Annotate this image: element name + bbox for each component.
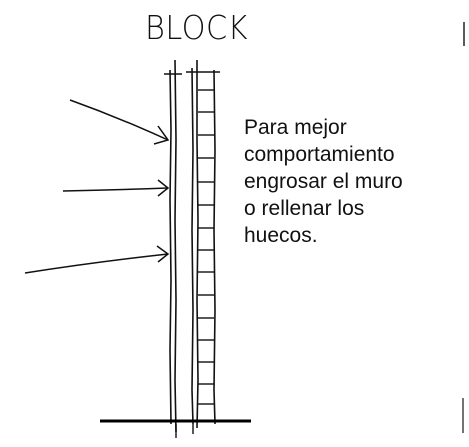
wall-left-face bbox=[169, 59, 177, 433]
note-word-mejor: mejor bbox=[294, 116, 347, 139]
wall-block-faces bbox=[191, 60, 216, 429]
note-word-para: Para bbox=[244, 116, 289, 139]
diagram-title: BLOCK bbox=[145, 8, 249, 47]
wall-bottom-tail bbox=[175, 424, 194, 438]
note-line-5: huecos. bbox=[244, 224, 318, 247]
annotation-note: Para mejor comportamiento engrosar el mu… bbox=[244, 114, 462, 249]
note-line-4: o rellenar los bbox=[244, 195, 462, 222]
note-word-rellenar: rellenar bbox=[261, 197, 332, 220]
note-word-o: o bbox=[244, 197, 256, 220]
lateral-force-arrow-upper bbox=[69, 99, 170, 145]
note-line-3: engrosar el muro bbox=[244, 170, 403, 193]
note-line-1: Para mejor bbox=[244, 114, 462, 141]
lateral-force-arrow-middle bbox=[62, 179, 170, 197]
note-word-los: los bbox=[337, 197, 365, 220]
lateral-force-arrow-lower bbox=[24, 245, 170, 274]
note-line-2: comportamiento bbox=[244, 143, 395, 166]
wall-top-ticks bbox=[164, 71, 220, 75]
block-hatching bbox=[198, 89, 214, 405]
